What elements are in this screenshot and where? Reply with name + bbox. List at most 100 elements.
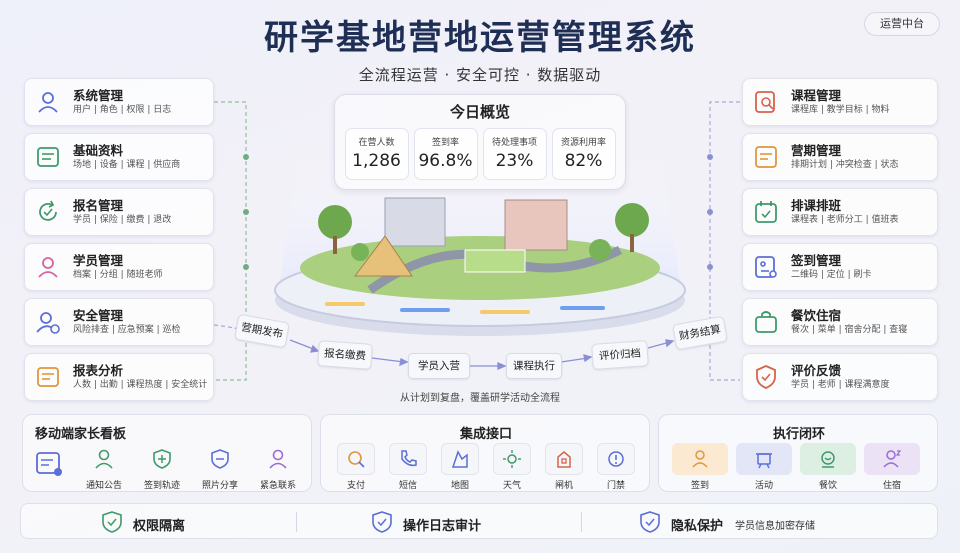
module-title: 报名管理: [73, 198, 124, 213]
metric-label: 在营人数: [358, 138, 395, 148]
page-subtitle: 全流程运营 · 安全可控 · 数据驱动: [358, 66, 602, 84]
module-sub: 档案 | 分组 | 随班老师: [73, 270, 163, 280]
mini-label: 签到轨迹: [143, 481, 180, 491]
integration-weather[interactable]: 天气: [489, 443, 535, 491]
module-title: 签到管理: [791, 253, 842, 268]
panel-title: 移动端家长看板: [35, 427, 127, 442]
module-sub: 餐次 | 菜单 | 宿舍分配 | 查寝: [791, 325, 908, 335]
mini-label: 活动: [754, 481, 773, 491]
pay-icon: [337, 443, 375, 475]
loop-checkin[interactable]: 签到: [671, 443, 729, 491]
mini-label: 签到: [690, 481, 709, 491]
shield-check-icon: [101, 510, 123, 538]
panel-title: 集成接口: [459, 427, 512, 442]
ops-center-button[interactable]: 运营中台: [864, 12, 940, 36]
user-icon: [33, 252, 63, 282]
module-dining-lodging[interactable]: 餐饮住宿餐次 | 菜单 | 宿舍分配 | 查寝: [742, 298, 938, 346]
module-scheduling[interactable]: 排课排班课程表 | 老师分工 | 值班表: [742, 188, 938, 236]
module-sub: 人数 | 出勤 | 课程热度 | 安全统计: [73, 380, 208, 390]
shield-plus-icon: [143, 443, 181, 475]
module-title: 餐饮住宿: [791, 308, 842, 323]
module-title: 评价反馈: [791, 363, 842, 378]
loop-meal[interactable]: 餐饮: [799, 443, 857, 491]
mini-label: 门禁: [606, 481, 625, 491]
module-title: 课程管理: [791, 88, 842, 103]
module-basic-data[interactable]: 基础资料场地 | 设备 | 课程 | 供应商: [24, 133, 214, 181]
footer-audit-log[interactable]: 操作日志审计: [371, 510, 481, 538]
integration-access[interactable]: 门禁: [593, 443, 639, 491]
metric-checkin-rate[interactable]: 签到率 96.8%: [413, 128, 478, 180]
phone-icon: [389, 443, 427, 475]
module-sub: 用户 | 角色 | 权限 | 日志: [73, 105, 172, 115]
flow-step-execute[interactable]: 课程执行: [506, 353, 562, 379]
metric-value: 96.8%: [418, 151, 473, 171]
module-title: 营期管理: [791, 143, 842, 158]
module-course[interactable]: 课程管理课程库 | 教学目标 | 物料: [742, 78, 938, 126]
user-icon: [33, 87, 63, 117]
user-icon: [85, 443, 123, 475]
integration-pay[interactable]: 支付: [333, 443, 379, 491]
flow-step-register-pay[interactable]: 报名缴费: [317, 340, 373, 370]
checkin-icon: [751, 252, 781, 282]
mini-label: 天气: [502, 481, 521, 491]
footer-label: 隐私保护: [671, 518, 724, 534]
footer-label: 权限隔离: [133, 518, 186, 534]
module-sub: 二维码 | 定位 | 刷卡: [791, 270, 872, 280]
footer-divider: [581, 512, 582, 532]
integration-map[interactable]: 地图: [437, 443, 483, 491]
mini-label: 通知公告: [85, 481, 122, 491]
module-sub: 场地 | 设备 | 课程 | 供应商: [73, 160, 181, 170]
refresh-icon: [33, 197, 63, 227]
module-system-management[interactable]: 系统管理用户 | 角色 | 权限 | 日志: [24, 78, 214, 126]
user-icon: [672, 443, 728, 475]
integration-panel: 集成接口 支付 短信 地图 天气 闸机 门禁: [320, 414, 650, 492]
footer-label: 操作日志审计: [403, 518, 482, 534]
mobile-item-track[interactable]: 签到轨迹: [137, 443, 187, 491]
mobile-item-photos[interactable]: 照片分享: [195, 443, 245, 491]
mobile-item-notice[interactable]: 通知公告: [79, 443, 129, 491]
mini-label: 照片分享: [201, 481, 238, 491]
footer-extra: 学员信息加密存储: [735, 520, 816, 532]
flow-step-archive[interactable]: 评价归档: [591, 340, 649, 370]
footer-divider: [296, 512, 297, 532]
module-checkin[interactable]: 签到管理二维码 | 定位 | 刷卡: [742, 243, 938, 291]
metric-label: 签到率: [431, 138, 459, 148]
module-registration[interactable]: 报名管理学员 | 保险 | 缴费 | 退改: [24, 188, 214, 236]
shield-check-icon: [751, 362, 781, 392]
flow-caption: 从计划到复盘，覆盖研学活动全流程: [400, 393, 560, 404]
loop-activity[interactable]: 活动: [735, 443, 793, 491]
flow-step-enroll[interactable]: 学员入营: [408, 353, 470, 379]
module-camp-period[interactable]: 营期管理排期计划 | 冲突检查 | 状态: [742, 133, 938, 181]
module-reports[interactable]: 报表分析人数 | 出勤 | 课程热度 | 安全统计: [24, 353, 214, 401]
mini-label: 支付: [346, 481, 365, 491]
activity-icon: [736, 443, 792, 475]
integration-sms[interactable]: 短信: [385, 443, 431, 491]
panel-title: 执行闭环: [772, 427, 825, 442]
map-icon: [441, 443, 479, 475]
integration-gate[interactable]: 闸机: [541, 443, 587, 491]
footer-permission-isolation[interactable]: 权限隔离: [101, 510, 185, 538]
module-sub: 课程表 | 老师分工 | 值班表: [791, 215, 899, 225]
lodging-icon: [864, 443, 920, 475]
user-shield-icon: [33, 307, 63, 337]
module-sub: 风险排查 | 应急预案 | 巡检: [73, 325, 181, 335]
metric-value: 23%: [495, 151, 534, 171]
shield-check-icon: [371, 510, 393, 538]
module-safety[interactable]: 安全管理风险排查 | 应急预案 | 巡检: [24, 298, 214, 346]
page-title: 研学基地营地运营管理系统: [264, 18, 696, 58]
mini-label: 地图: [450, 481, 469, 491]
module-title: 安全管理: [73, 308, 124, 323]
loop-lodging[interactable]: 住宿: [863, 443, 921, 491]
module-sub: 学员 | 保险 | 缴费 | 退改: [73, 215, 172, 225]
mobile-item-emergency[interactable]: 紧急联系: [253, 443, 303, 491]
module-feedback[interactable]: 评价反馈学员 | 老师 | 课程满意度: [742, 353, 938, 401]
module-student[interactable]: 学员管理档案 | 分组 | 随班老师: [24, 243, 214, 291]
list-icon: [33, 142, 63, 172]
schedule-icon: [751, 197, 781, 227]
module-title: 学员管理: [73, 253, 124, 268]
footer-privacy[interactable]: 隐私保护 学员信息加密存储: [639, 510, 815, 538]
